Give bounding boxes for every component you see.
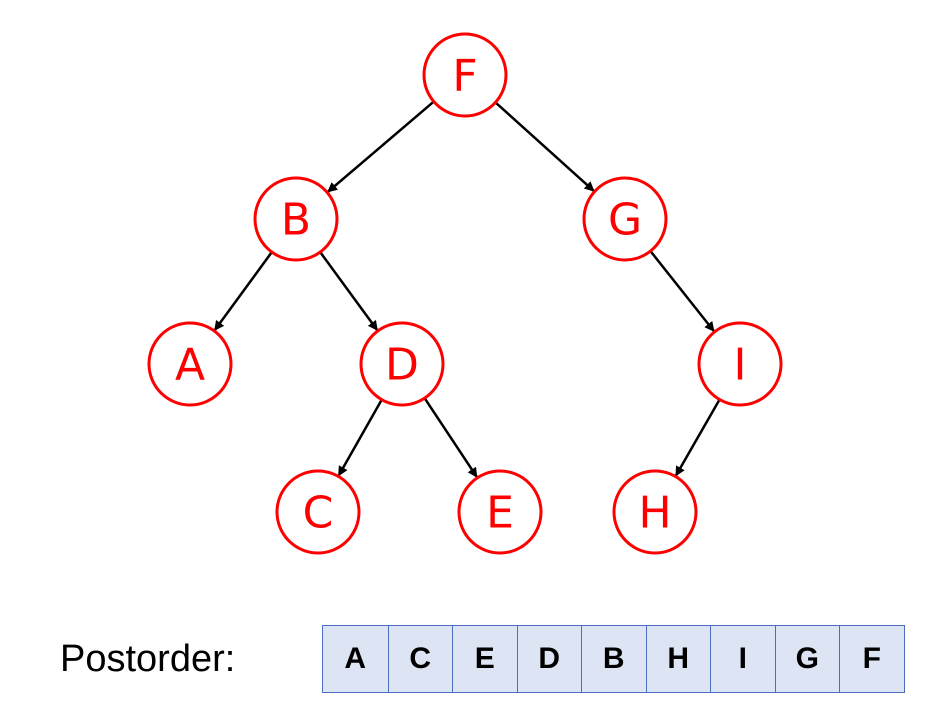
postorder-cell: G: [774, 626, 839, 692]
edge-b-a: [213, 251, 273, 331]
node-circle: [253, 176, 339, 262]
node-label: H: [638, 488, 671, 539]
node-circle: [422, 32, 508, 118]
node-label: G: [608, 195, 642, 246]
tree-node-i: I: [697, 321, 783, 407]
node-circle: [457, 469, 543, 555]
node-label: F: [452, 51, 477, 102]
postorder-cell: D: [516, 626, 581, 692]
binary-tree-diagram: F B G A D I C E H: [147, 32, 783, 555]
node-label: B: [281, 195, 311, 246]
edge-d-e: [423, 397, 478, 478]
edge-b-d: [319, 251, 379, 331]
postorder-cell: B: [581, 626, 646, 692]
tree-node-e: E: [457, 469, 543, 555]
edge-f-g: [494, 101, 595, 192]
node-circle: [612, 469, 698, 555]
edge-g-i: [649, 250, 715, 332]
postorder-cell: H: [645, 626, 710, 692]
postorder-cell: E: [452, 626, 517, 692]
tree-edges: [213, 100, 721, 478]
postorder-cell: C: [387, 626, 452, 692]
postorder-cell: F: [839, 626, 904, 692]
node-circle: [359, 321, 445, 407]
node-label: I: [734, 340, 747, 391]
tree-node-h: H: [612, 469, 698, 555]
node-circle: [147, 321, 233, 407]
tree-nodes: F B G A D I C E H: [147, 32, 783, 555]
edge-d-c: [337, 399, 383, 477]
postorder-cell: A: [323, 626, 388, 692]
tree-node-f: F: [422, 32, 508, 118]
node-label: A: [175, 340, 205, 391]
node-label: E: [486, 488, 514, 539]
postorder-label: Postorder:: [60, 637, 236, 680]
tree-node-b: B: [253, 176, 339, 262]
tree-node-c: C: [275, 469, 361, 555]
tree-node-a: A: [147, 321, 233, 407]
edge-i-h: [674, 398, 721, 477]
node-circle: [275, 469, 361, 555]
node-circle: [582, 176, 668, 262]
node-circle: [697, 321, 783, 407]
edge-f-b: [327, 100, 435, 193]
tree-node-g: G: [582, 176, 668, 262]
node-label: D: [385, 340, 419, 391]
tree-node-d: D: [359, 321, 445, 407]
postorder-cell: I: [710, 626, 775, 692]
node-label: C: [303, 488, 334, 539]
